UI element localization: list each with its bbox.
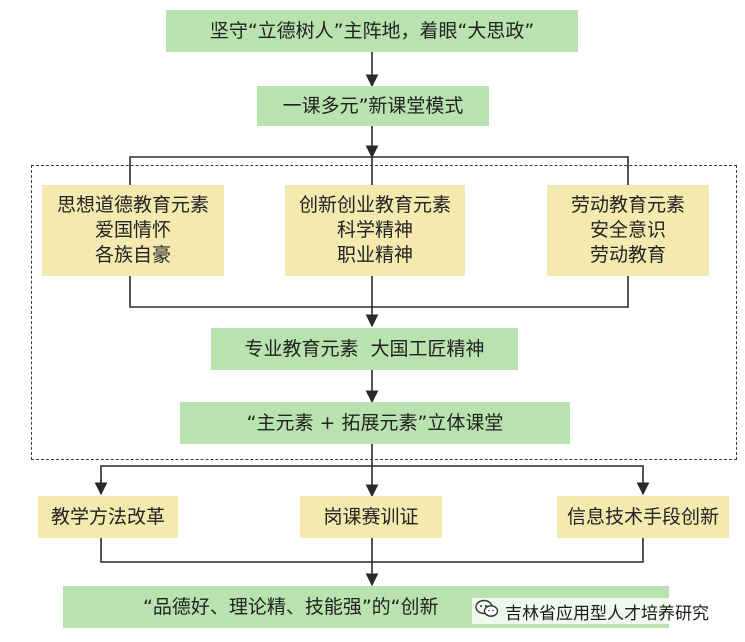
classroom-box: “主元素 + 拓展元素”立体课堂: [180, 402, 570, 444]
watermark-text: 吉林省应用型人才培养研究: [505, 603, 709, 624]
split-bar: [129, 156, 629, 185]
professional-text: 专业教育元素 大国工匠精神: [244, 337, 485, 360]
innovation-title: 创新创业教育元素: [298, 194, 451, 216]
it-innovation-box: 信息技术手段创新: [557, 496, 729, 538]
labor-item: 安全意识: [589, 219, 666, 241]
it-innovation-text: 信息技术手段创新: [566, 505, 719, 528]
ideological-item: 爱国情怀: [94, 219, 171, 241]
top-goal-box: 坚守“立德树人”主阵地，着眼“大思政”: [166, 10, 578, 52]
ideological-title: 思想道德教育元素: [56, 194, 209, 216]
model-box: 一课多元”新课堂模式: [257, 86, 489, 126]
outcome-text: “品德好、理论精、技能强”的“创新: [143, 595, 439, 618]
professional-element-box: 专业教育元素 大国工匠精神: [211, 328, 518, 370]
innovation-element-box: 创新创业教育元素 科学精神 职业精神: [285, 185, 465, 276]
model-text: 一课多元”新课堂模式: [282, 94, 464, 117]
labor-element-box: 劳动教育元素 安全意识 劳动教育: [547, 185, 709, 276]
merge-bar: [129, 276, 629, 308]
element-group-frame: [31, 165, 737, 460]
teaching-reform-text: 教学方法改革: [50, 505, 165, 528]
teaching-reform-box: 教学方法改革: [38, 496, 178, 538]
innovation-item: 职业精神: [336, 244, 413, 266]
post-course-box: 岗课赛训证: [300, 496, 442, 538]
innovation-item: 科学精神: [336, 219, 413, 241]
watermark: 吉林省应用型人才培养研究: [472, 598, 712, 624]
top-goal-text: 坚守“立德树人”主阵地，着眼“大思政”: [209, 19, 535, 42]
labor-title: 劳动教育元素: [570, 194, 685, 216]
ideological-element-box: 思想道德教育元素 爱国情怀 各族自豪: [42, 185, 224, 276]
classroom-text: “主元素 + 拓展元素”立体课堂: [246, 411, 504, 434]
wechat-icon: [475, 599, 499, 624]
post-course-text: 岗课赛训证: [323, 505, 419, 528]
ideological-item: 各族自豪: [94, 244, 171, 266]
labor-item: 劳动教育: [589, 244, 666, 266]
